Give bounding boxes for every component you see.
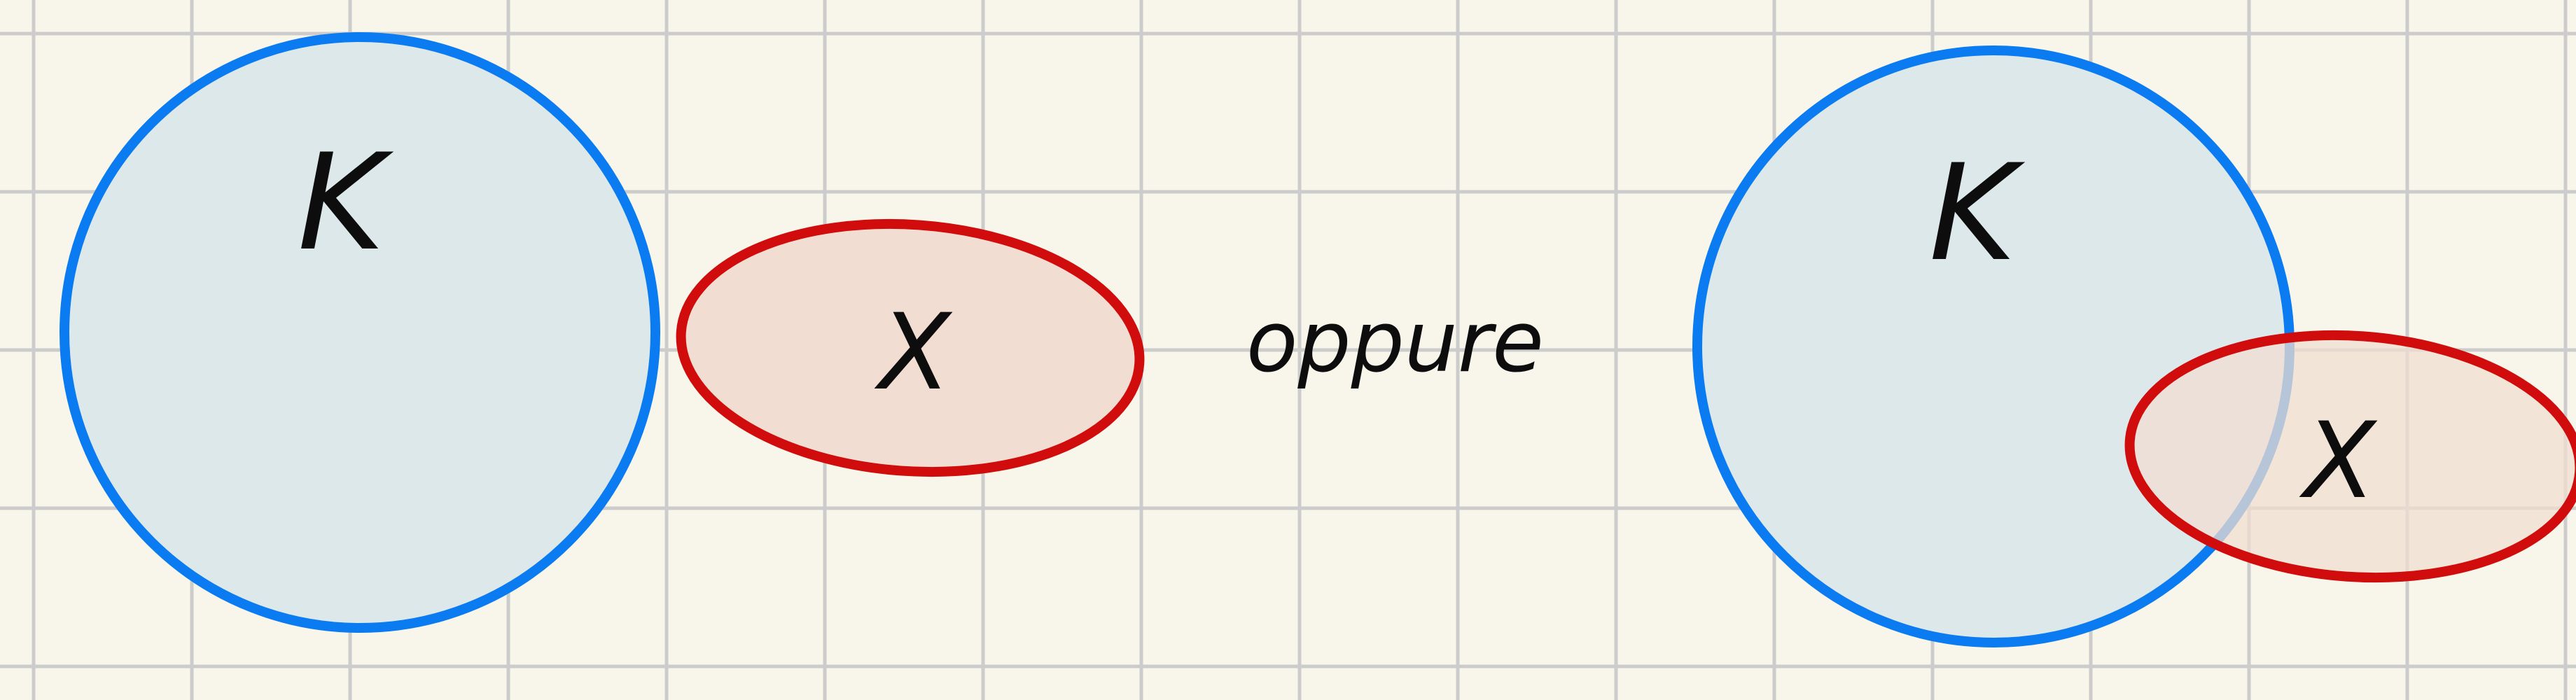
left-set-x-label: X [874, 292, 953, 414]
connector-word: oppure [1246, 294, 1544, 391]
left-set-k-label: K [298, 125, 394, 280]
left-set-k-circle [60, 32, 660, 633]
right-diagram: K X [1692, 46, 2576, 648]
right-set-x-ellipse [2124, 330, 2576, 583]
right-set-k-label: K [1929, 136, 2026, 290]
left-set-x-ellipse [676, 218, 1145, 477]
right-set-x-label: X [2299, 400, 2378, 522]
left-diagram: K X [60, 32, 1145, 633]
